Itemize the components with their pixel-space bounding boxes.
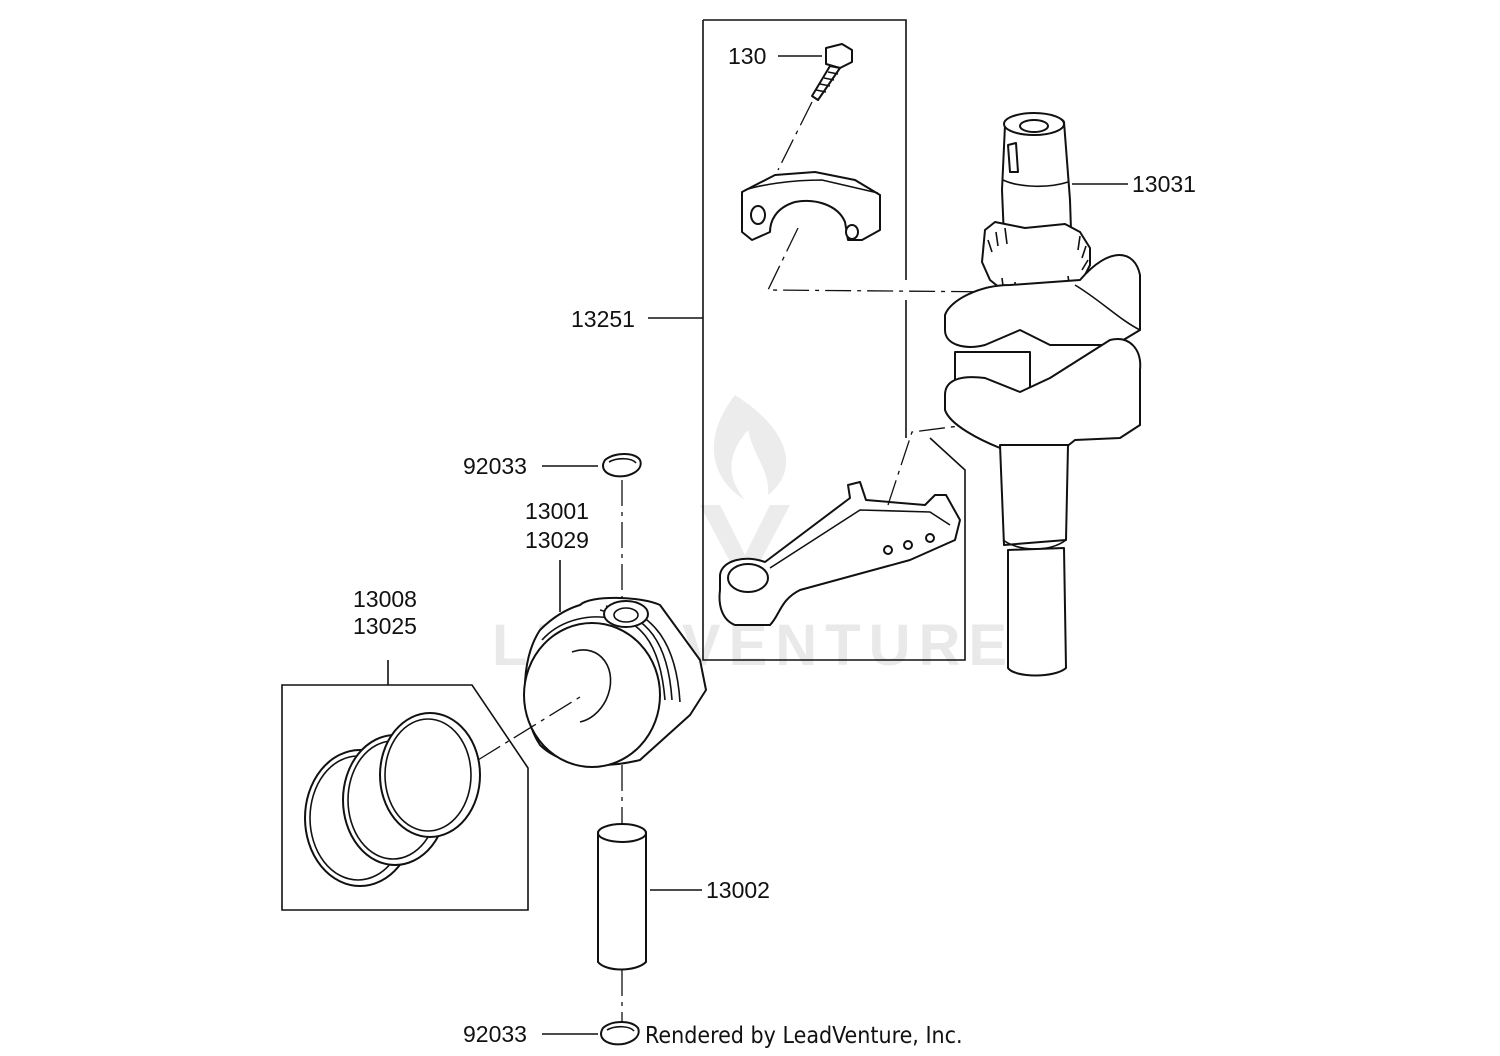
callout-92033-bottom: 92033 <box>463 1021 527 1047</box>
piston-rings-box <box>281 660 529 911</box>
piston-pin[interactable] <box>597 823 647 971</box>
crankshaft[interactable] <box>944 112 1142 677</box>
callout-13251: 13251 <box>571 306 635 332</box>
callout-13008: 13008 <box>353 586 417 612</box>
callout-13025: 13025 <box>353 613 417 639</box>
piston-ring-set[interactable] <box>304 712 481 887</box>
con-rod-bolt[interactable] <box>811 43 853 101</box>
callout-13031: 13031 <box>1132 171 1196 197</box>
render-credit: Rendered by LeadVenture, Inc. <box>645 1023 963 1049</box>
piston[interactable] <box>523 596 707 768</box>
callout-13002: 13002 <box>706 877 770 903</box>
con-rod-group-box <box>648 19 966 661</box>
piston-circlip-bottom[interactable] <box>600 1021 640 1046</box>
connecting-rod[interactable] <box>718 481 961 626</box>
piston-circlip-top[interactable] <box>602 453 642 478</box>
callout-130: 130 <box>728 43 766 69</box>
callout-13029: 13029 <box>525 527 589 553</box>
con-rod-cap[interactable] <box>741 171 881 241</box>
callout-13001: 13001 <box>525 498 589 524</box>
callout-92033-top: 92033 <box>463 453 527 479</box>
